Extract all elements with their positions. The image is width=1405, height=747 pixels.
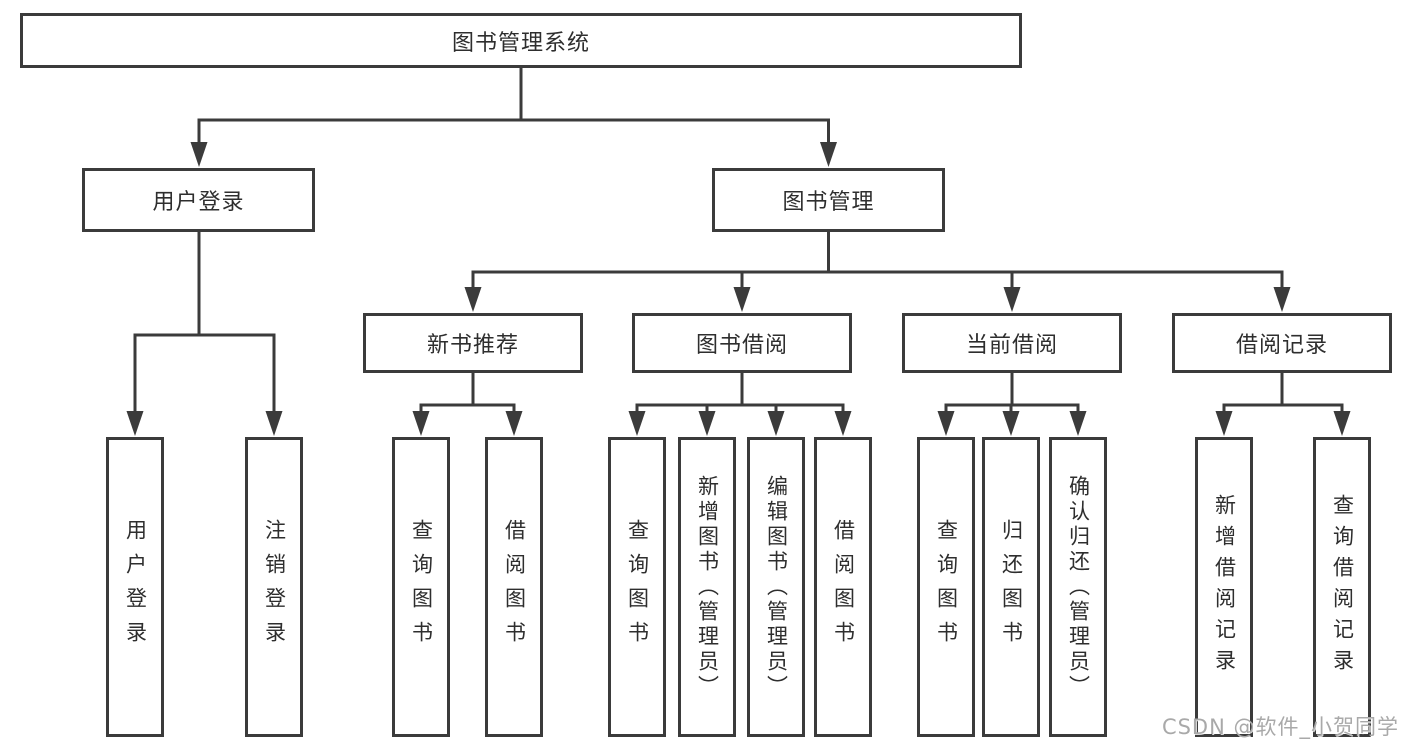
leaf-borrowing-add-books-admin-label: 新增图书（管理员） bbox=[695, 474, 720, 700]
leaf-records-add-record-label: 新增借阅记录 bbox=[1212, 494, 1237, 680]
leaf-borrowing-edit-books-admin-label: 编辑图书（管理员） bbox=[764, 474, 789, 700]
leaf-records-add-record: 新增借阅记录 bbox=[1195, 437, 1253, 737]
leaf-records-query-record: 查询借阅记录 bbox=[1313, 437, 1371, 737]
leaf-logout: 注销登录 bbox=[245, 437, 303, 737]
node-new-book-recommend-label: 新书推荐 bbox=[426, 333, 519, 358]
node-user-login: 用户登录 bbox=[82, 168, 315, 232]
leaf-borrowing-borrow-books: 借阅图书 bbox=[814, 437, 872, 737]
leaf-borrowing-query-books: 查询图书 bbox=[608, 437, 666, 737]
leaf-recommend-borrow-books-label: 借阅图书 bbox=[502, 519, 527, 655]
leaf-records-query-record-label: 查询借阅记录 bbox=[1330, 494, 1355, 680]
node-book-borrowing: 图书借阅 bbox=[632, 313, 852, 373]
node-book-management-label: 图书管理 bbox=[782, 190, 875, 215]
leaf-recommend-borrow-books: 借阅图书 bbox=[485, 437, 543, 737]
leaf-current-query-books: 查询图书 bbox=[917, 437, 975, 737]
node-user-login-label: 用户登录 bbox=[152, 190, 245, 215]
leaf-user-login: 用户登录 bbox=[106, 437, 164, 737]
leaf-user-login-label: 用户登录 bbox=[123, 519, 148, 655]
node-book-management: 图书管理 bbox=[712, 168, 945, 232]
node-borrow-records-label: 借阅记录 bbox=[1235, 333, 1328, 358]
leaf-logout-label: 注销登录 bbox=[262, 519, 287, 655]
leaf-borrowing-edit-books-admin: 编辑图书（管理员） bbox=[747, 437, 805, 737]
leaf-current-query-books-label: 查询图书 bbox=[934, 519, 959, 655]
leaf-recommend-query-books-label: 查询图书 bbox=[409, 519, 434, 655]
node-book-borrowing-label: 图书借阅 bbox=[695, 333, 788, 358]
node-current-borrowing-label: 当前借阅 bbox=[965, 333, 1058, 358]
arrowheads bbox=[126, 142, 1351, 436]
leaf-current-confirm-return-admin-label: 确认归还（管理员） bbox=[1066, 474, 1091, 700]
csdn-watermark: CSDN @软件_小贺同学 bbox=[1161, 715, 1399, 739]
leaf-current-return-books-label: 归还图书 bbox=[999, 519, 1024, 655]
leaf-current-return-books: 归还图书 bbox=[982, 437, 1040, 737]
node-current-borrowing: 当前借阅 bbox=[902, 313, 1122, 373]
node-borrow-records: 借阅记录 bbox=[1172, 313, 1392, 373]
node-root-label: 图书管理系统 bbox=[451, 30, 590, 56]
leaf-borrowing-query-books-label: 查询图书 bbox=[625, 519, 650, 655]
leaf-borrowing-add-books-admin: 新增图书（管理员） bbox=[678, 437, 736, 737]
leaf-borrowing-borrow-books-label: 借阅图书 bbox=[831, 519, 856, 655]
leaf-recommend-query-books: 查询图书 bbox=[392, 437, 450, 737]
node-new-book-recommend: 新书推荐 bbox=[363, 313, 583, 373]
leaf-current-confirm-return-admin: 确认归还（管理员） bbox=[1049, 437, 1107, 737]
node-root: 图书管理系统 bbox=[20, 13, 1022, 68]
